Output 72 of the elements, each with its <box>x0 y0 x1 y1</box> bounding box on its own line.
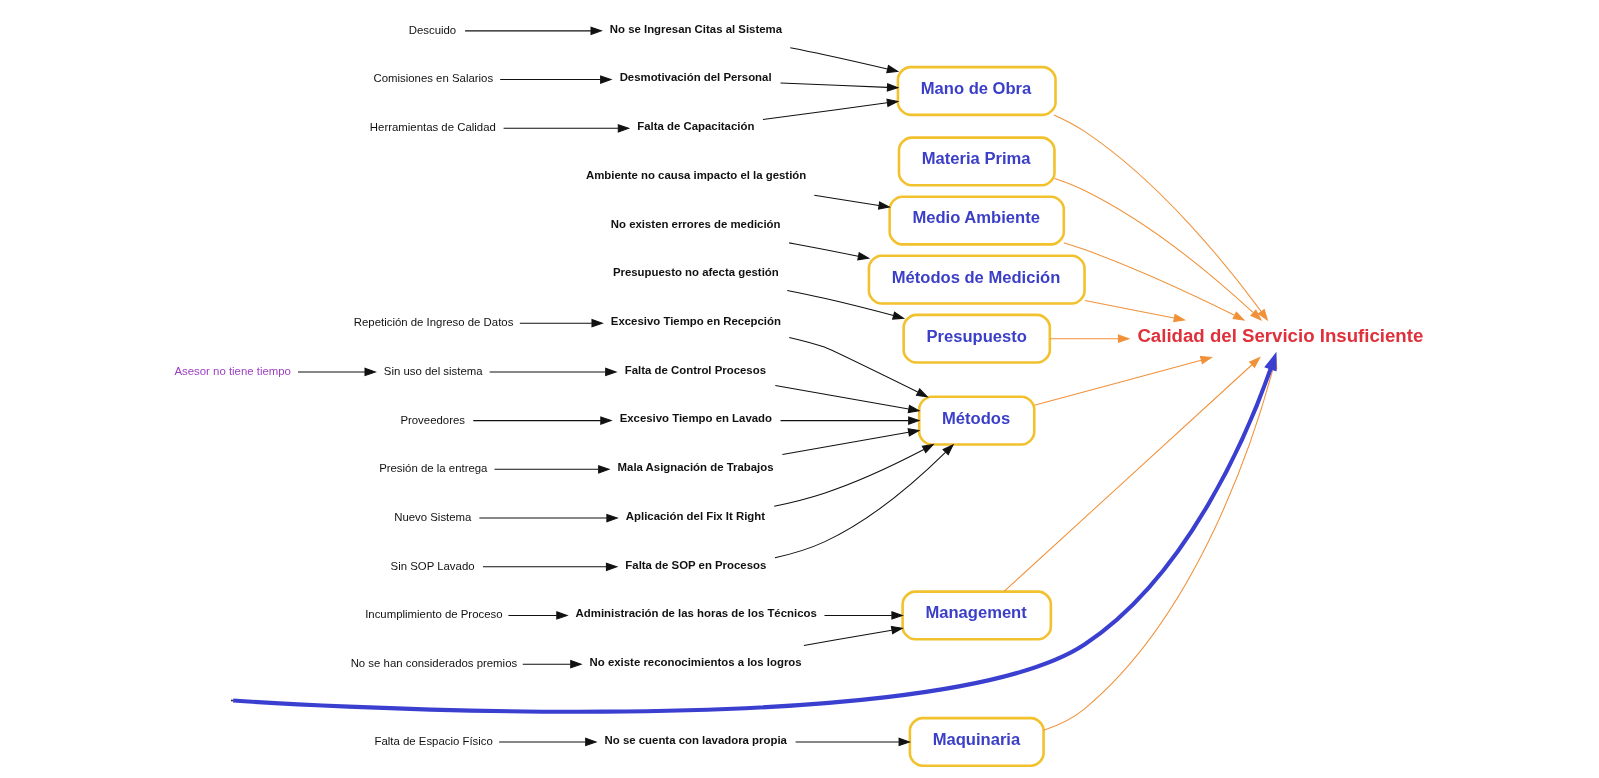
node-text: Sin SOP Lavado <box>390 559 475 572</box>
node-text: Administración de las horas de los Técnicos <box>575 607 817 620</box>
arrow <box>788 242 870 261</box>
node-text: Excesivo Tiempo en Lavado <box>619 412 772 425</box>
node-text: No existe reconocimientos a los logros <box>589 656 802 669</box>
node-text: Calidad del Servicio Insuficiente <box>1136 325 1423 347</box>
arrow <box>478 513 619 523</box>
arrow <box>1052 114 1268 322</box>
arrow <box>1003 356 1261 592</box>
arrow <box>823 611 904 620</box>
arrow <box>779 416 921 425</box>
node-text: Nuevo Sistema <box>393 510 471 523</box>
node-text: No se cuenta con lavadora propia <box>604 733 787 746</box>
arrow <box>518 318 604 328</box>
arrow <box>789 47 899 74</box>
node-text: Excesivo Tiempo en Recepción <box>610 315 781 328</box>
node-text: Descuido <box>408 23 456 36</box>
arrow <box>493 464 611 474</box>
arrow <box>507 611 569 620</box>
node-text: No se Ingresan Citas al Sistema <box>609 22 782 35</box>
node-box: Management <box>900 590 1052 641</box>
arrow <box>472 416 613 425</box>
arrow <box>794 737 911 747</box>
arrow <box>773 443 954 559</box>
node-text: Falta de Control Procesos <box>624 363 766 376</box>
arrow <box>1033 356 1213 406</box>
arrow <box>1048 334 1130 344</box>
node-text: Incumplimiento de Proceso <box>364 608 503 621</box>
node-text: Falta de Espacio Físico <box>373 734 493 747</box>
arrow <box>788 336 929 398</box>
node-box: Maquinaria <box>908 716 1045 768</box>
node-text: Proveedores <box>399 413 465 426</box>
node-text: Presupuesto no afecta gestión <box>612 266 779 279</box>
node-box: Presupuesto <box>901 313 1051 364</box>
node-text: Desmotivación del Personal <box>619 71 772 84</box>
arrow <box>1062 242 1245 321</box>
node-text: Presión de la entrega <box>378 462 487 475</box>
arrow <box>761 98 899 120</box>
arrow <box>779 82 899 92</box>
arrow <box>502 123 630 133</box>
arrow <box>297 367 377 377</box>
node-text: Herramientas de Calidad <box>369 121 496 134</box>
arrow <box>774 385 921 414</box>
arrow <box>781 428 920 455</box>
arrow <box>802 625 904 647</box>
node-text: Mala Asignación de Trabajos <box>617 461 773 474</box>
node-box: Métodos de Medición <box>867 254 1086 305</box>
node-text: Asesor no tiene tiempo <box>173 364 291 377</box>
node-text: Falta de Capacitación <box>636 120 754 133</box>
node-text: Comisiones en Salarios <box>372 72 493 85</box>
node-text: Falta de SOP en Procesos <box>624 558 766 571</box>
arrow <box>488 367 618 377</box>
arrow <box>1083 300 1186 323</box>
node-text: Ambiente no causa impacto el la gestión <box>585 168 806 181</box>
arrow <box>1053 178 1262 321</box>
node-box: Métodos <box>917 395 1036 446</box>
node-text: No se han considerados premios <box>350 657 517 670</box>
node-text: No existen errores de medición <box>610 217 780 230</box>
node-box: Medio Ambiente <box>887 195 1065 246</box>
node-text: Sin uso del sistema <box>383 364 483 377</box>
arrow <box>499 75 613 84</box>
node-box: Materia Prima <box>897 136 1056 187</box>
arrow <box>464 26 603 36</box>
arrow <box>813 194 891 210</box>
node-text: Repetición de Ingreso de Datos <box>353 316 513 329</box>
arrow <box>786 289 905 320</box>
node-box: Mano de Obra <box>896 65 1057 117</box>
arrow <box>482 562 618 572</box>
arrow <box>773 443 935 507</box>
arrow <box>521 659 583 669</box>
node-text: Aplicación del Fix It Right <box>625 509 765 522</box>
arrow <box>498 737 598 747</box>
